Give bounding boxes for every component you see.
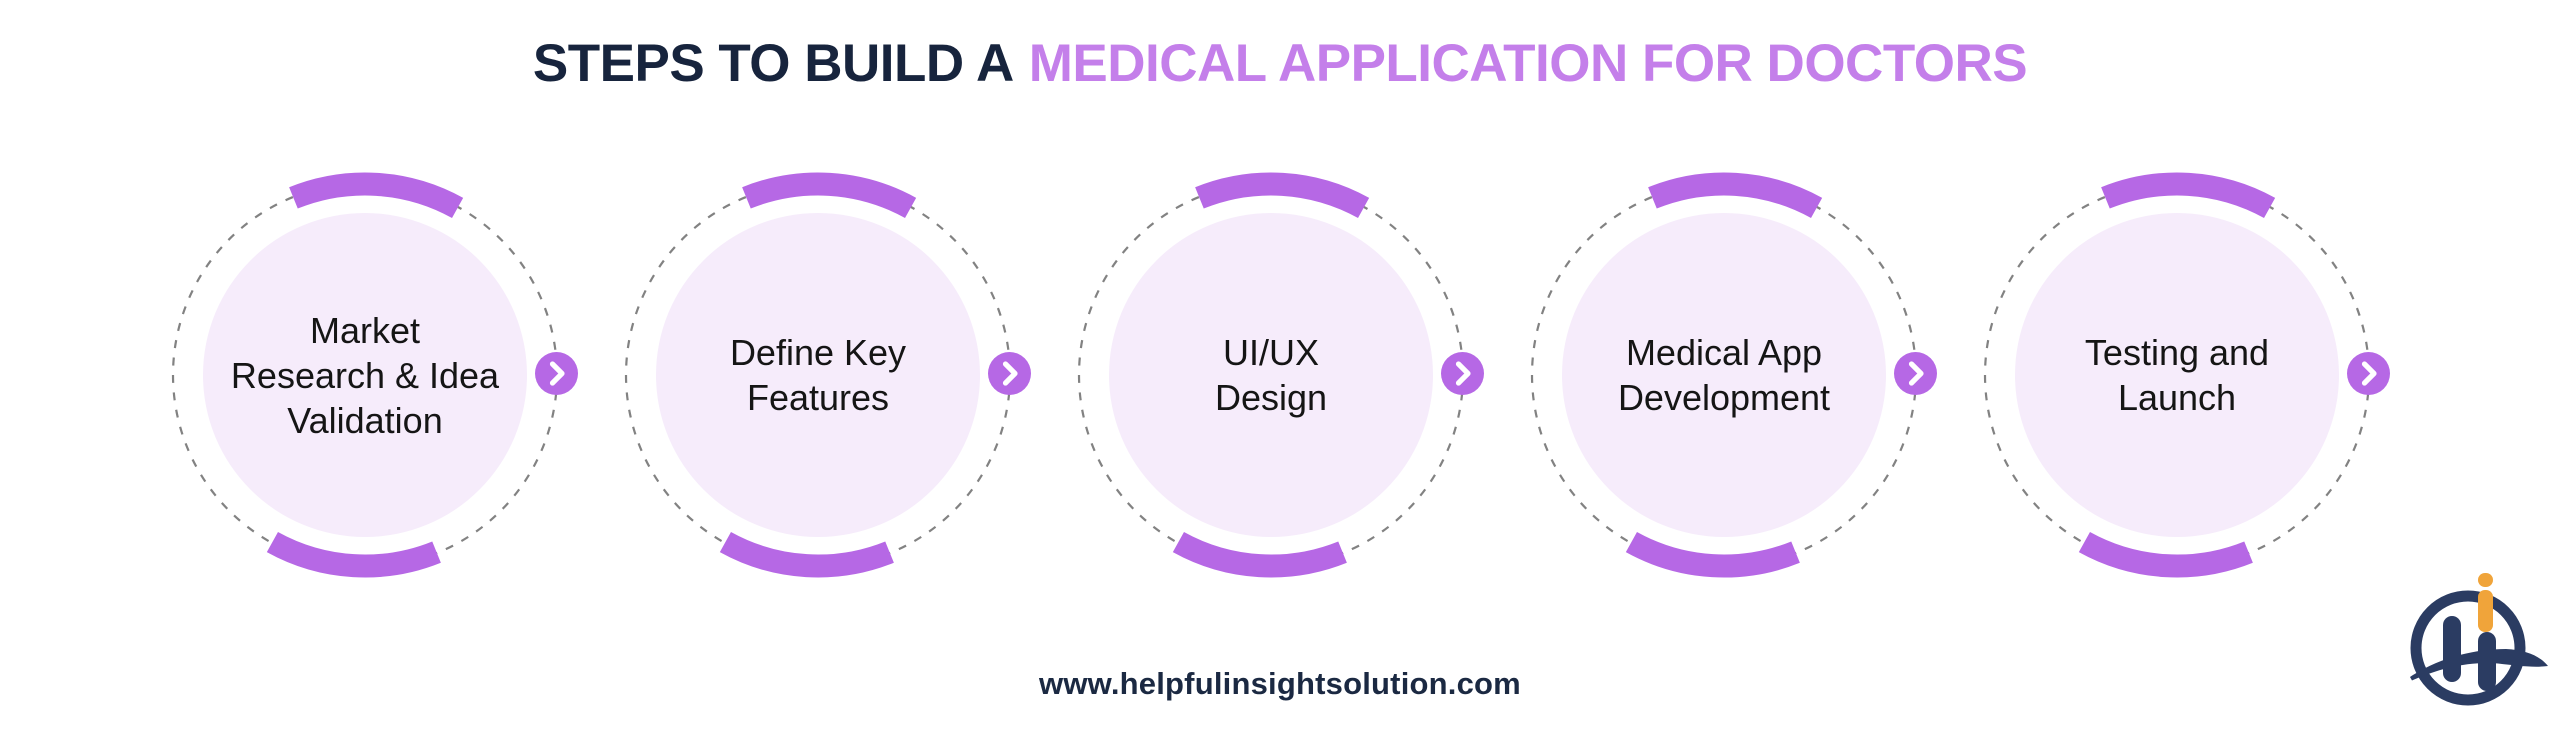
- step-label: UI/UX Design: [1214, 332, 1328, 418]
- page-title: STEPS TO BUILD A MEDICAL APPLICATION FOR…: [0, 34, 2560, 94]
- step-label: Medical App Development: [1617, 332, 1831, 418]
- title-highlight: MEDICAL APPLICATION FOR DOCTORS: [1028, 34, 2028, 93]
- chevron-right-icon: [535, 352, 578, 395]
- step-circle: Define Key Features: [656, 213, 980, 537]
- step-circle: Market Research & Idea Validation: [203, 213, 527, 537]
- step-label: Testing and Launch: [2084, 332, 2270, 418]
- chevron-right-icon: [988, 352, 1031, 395]
- step-testing-launch: Testing and Launch: [1967, 165, 2390, 585]
- step-circle: Testing and Launch: [2015, 213, 2339, 537]
- helpful-insight-logo: [2410, 573, 2548, 706]
- website-link[interactable]: www.helpfulinsightsolution.com: [1039, 666, 1521, 701]
- chevron-right-icon: [1441, 352, 1484, 395]
- title-prefix: STEPS TO BUILD A: [532, 34, 1014, 93]
- step-label: Define Key Features: [729, 332, 907, 418]
- step-label: Market Research & Idea Validation: [230, 309, 500, 441]
- chevron-right-icon: [1894, 352, 1937, 395]
- step-define-features: Define Key Features: [608, 165, 1031, 585]
- step-uiux-design: UI/UX Design: [1061, 165, 1484, 585]
- step-circle: Medical App Development: [1562, 213, 1886, 537]
- step-medical-app-development: Medical App Development: [1514, 165, 1937, 585]
- chevron-right-icon: [2347, 352, 2390, 395]
- step-circle: UI/UX Design: [1109, 213, 1433, 537]
- step-market-research: Market Research & Idea Validation: [155, 165, 578, 585]
